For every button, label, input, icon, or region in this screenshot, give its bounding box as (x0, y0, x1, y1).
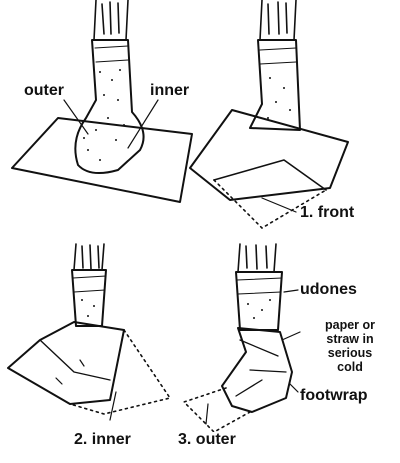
paper-note-line: serious (327, 346, 373, 360)
front-flap-dotted (213, 179, 327, 229)
leg (259, 0, 297, 41)
label-outer: outer (24, 82, 64, 99)
leg (73, 243, 105, 271)
label-udones: udones (300, 281, 357, 298)
label-inner: inner (150, 82, 190, 99)
wrapped-cloth (7, 321, 125, 405)
label-step-front: 1. front (300, 204, 355, 221)
label-step-inner: 2. inner (74, 431, 131, 448)
outer-flap-dotted (69, 329, 171, 415)
cloth-square (11, 117, 193, 203)
wrapped-foot (221, 327, 293, 413)
outer-pointer (63, 99, 89, 135)
label-footwrap: footwrap (300, 387, 368, 404)
paper-note-line: paper or (324, 318, 375, 332)
paper-note-line: straw in (326, 332, 374, 346)
label-paper-note: paper or straw in serious cold (304, 318, 396, 374)
sock-udone (235, 271, 283, 331)
label-step-outer: 3. outer (178, 431, 236, 448)
inner-pointer (109, 391, 117, 421)
front-pointer (261, 197, 297, 213)
panel-3-inner-wrap (7, 243, 171, 421)
udones-pointer (283, 289, 299, 293)
inner-pointer (127, 99, 159, 149)
sock-speckles (83, 69, 125, 161)
panel-2-front-fold (189, 0, 349, 229)
cloth-folded (189, 109, 349, 201)
outer-pointer (205, 403, 209, 425)
panel-1-foot-on-cloth (11, 0, 193, 203)
paper-pointer (281, 331, 301, 341)
cloth-tail-dotted (183, 387, 251, 433)
leg (93, 0, 129, 41)
front-flap-fold (213, 159, 327, 191)
leg (237, 243, 277, 273)
sock-udone (74, 39, 145, 175)
footwrap-pointer (289, 383, 299, 393)
sock-udone (71, 269, 107, 327)
paper-note-line: cold (337, 360, 363, 374)
sock-udone (249, 39, 301, 131)
panel-4-outer-wrap (183, 243, 301, 433)
